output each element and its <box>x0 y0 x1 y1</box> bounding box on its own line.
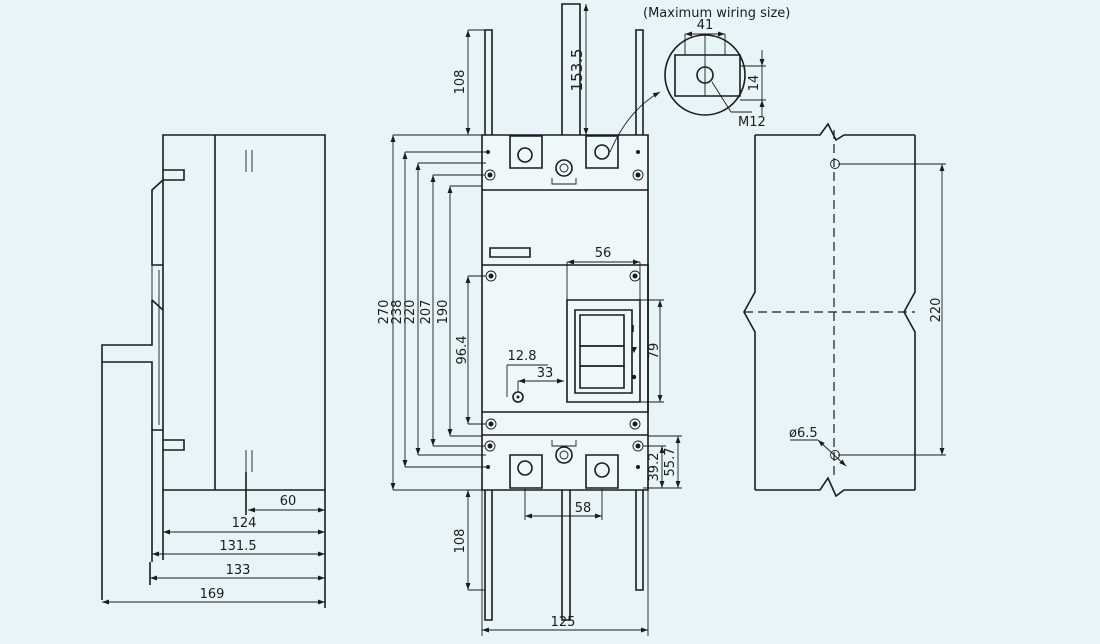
dim-108-bottom: 108 <box>453 529 468 554</box>
dim-33: 33 <box>537 366 554 381</box>
dim-238: 238 <box>390 300 405 325</box>
front-view <box>481 3 649 621</box>
dim-39-2: 39.2 <box>647 453 662 482</box>
mounting-template: 220 ø6.5 <box>743 122 946 498</box>
dim-60: 60 <box>280 494 297 509</box>
terminal-detail: (Maximum wiring size) 41 14 M12 <box>609 6 790 153</box>
dim-190: 190 <box>436 300 451 325</box>
terminal-bar-bottom-right <box>635 487 644 591</box>
terminal-top-right <box>585 135 619 169</box>
dim-79: 79 <box>647 343 662 360</box>
front-view-dimensions: 108 153.5 270 238 220 207 190 96.4 12.8 <box>377 3 682 636</box>
dim-270: 270 <box>377 300 392 325</box>
terminal-top-left <box>509 135 543 169</box>
dim-12-8: 12.8 <box>508 349 537 364</box>
terminal-bar-bottom-center <box>561 487 571 621</box>
terminal-bar-top-left <box>484 29 493 139</box>
breaker-cover <box>482 264 649 413</box>
dim-96-4: 96.4 <box>455 336 470 365</box>
dim-125: 125 <box>551 615 576 630</box>
bolt-size-m12: M12 <box>738 115 766 130</box>
side-view <box>101 134 326 608</box>
nameplate-slot <box>489 247 531 258</box>
dim-169: 169 <box>200 587 225 602</box>
dim-220-template: 220 <box>929 298 944 323</box>
dim-220: 220 <box>403 300 418 325</box>
terminal-bar-bottom-left <box>484 487 493 621</box>
dim-153-5: 153.5 <box>568 49 586 92</box>
dim-131-5: 131.5 <box>219 539 256 554</box>
side-view-dimensions: 60 124 131.5 133 169 <box>102 494 325 605</box>
dim-58: 58 <box>575 501 592 516</box>
dim-108-top: 108 <box>453 70 468 95</box>
dim-133: 133 <box>226 563 251 578</box>
terminal-bottom-left <box>509 454 543 489</box>
dim-124: 124 <box>232 516 257 531</box>
dim-14: 14 <box>747 75 762 92</box>
dim-55-7: 55.7 <box>663 448 678 477</box>
hole-diameter-6-5: ø6.5 <box>789 426 818 441</box>
dim-41: 41 <box>697 18 714 33</box>
caption-max-wiring: (Maximum wiring size) <box>643 6 790 21</box>
dim-56: 56 <box>595 246 612 261</box>
terminal-bottom-right <box>585 454 619 489</box>
terminal-bar-top-right <box>635 29 644 139</box>
handle-lower <box>579 365 625 389</box>
dim-207: 207 <box>419 300 434 325</box>
